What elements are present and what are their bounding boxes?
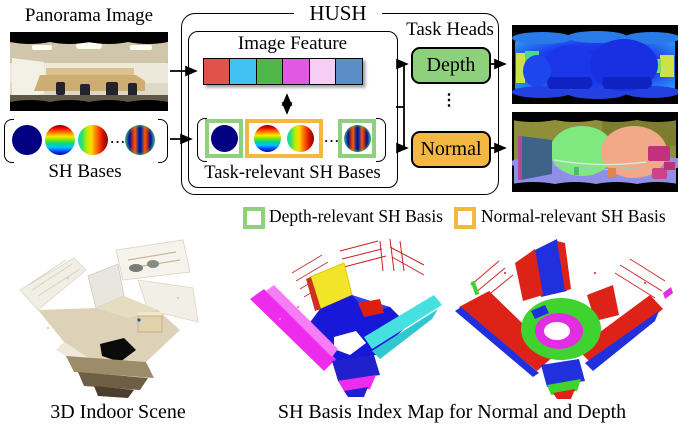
normal-relevant-basis-box <box>245 119 323 158</box>
depth-legend-label: Depth-relevant SH Basis <box>269 206 443 226</box>
indoor-scene-image <box>19 239 199 398</box>
bracket-right-icon <box>376 118 386 162</box>
bracket-left-icon <box>4 119 14 163</box>
sh-basis-1-icon <box>210 125 238 152</box>
task-heads-label: Task Heads <box>406 19 494 40</box>
sh-basis-4-icon <box>343 125 371 152</box>
sh-basis-2-icon <box>45 125 75 155</box>
image-feature-vector <box>203 58 364 85</box>
normal-legend-swatch <box>454 207 476 229</box>
feature-cell-4 <box>282 58 311 85</box>
feature-cell-5 <box>308 58 337 85</box>
depth-map-image <box>512 25 678 104</box>
depth-legend-swatch <box>243 207 265 229</box>
sh-basis-1-icon <box>12 125 42 155</box>
feature-cell-6 <box>335 58 364 85</box>
sh-bases-label: SH Bases <box>48 161 122 182</box>
feature-box <box>188 31 398 188</box>
sh-basis-2-icon <box>254 125 282 152</box>
hush-title: HUSH <box>294 2 382 24</box>
sh-index-map-depth-image <box>455 239 673 399</box>
normal-head-button: Normal <box>411 131 491 168</box>
index-map-label: SH Basis Index Map for Normal and Depth <box>277 401 627 423</box>
task-bases-ellipsis: ··· <box>324 133 341 148</box>
task-heads-ellipsis: ⋮ <box>441 92 457 109</box>
sh-index-map-normal-image <box>250 238 442 397</box>
normal-map-image <box>512 112 678 192</box>
normal-legend-label: Normal-relevant SH Basis <box>481 206 666 226</box>
panorama-label: Panorama Image <box>24 5 154 26</box>
sh-basis-3-icon <box>286 125 314 152</box>
sh-basis-3-icon <box>78 125 108 155</box>
image-feature-label: Image Feature <box>237 33 348 54</box>
feature-cell-1 <box>203 58 231 85</box>
feature-cell-3 <box>255 58 284 85</box>
bracket-right-icon <box>158 119 168 163</box>
depth-head-button: Depth <box>411 47 491 84</box>
sh-basis-4-icon <box>125 125 155 155</box>
sh-bases-ellipsis: ··· <box>110 134 127 149</box>
bracket-left-icon <box>197 118 207 162</box>
panorama-image <box>10 32 168 111</box>
feature-cell-2 <box>229 58 258 85</box>
scene-label: 3D Indoor Scene <box>50 401 186 423</box>
depth-relevant-basis-box <box>338 119 376 158</box>
task-relevant-label: Task-relevant SH Bases <box>204 163 381 183</box>
depth-relevant-basis-box <box>205 119 243 158</box>
